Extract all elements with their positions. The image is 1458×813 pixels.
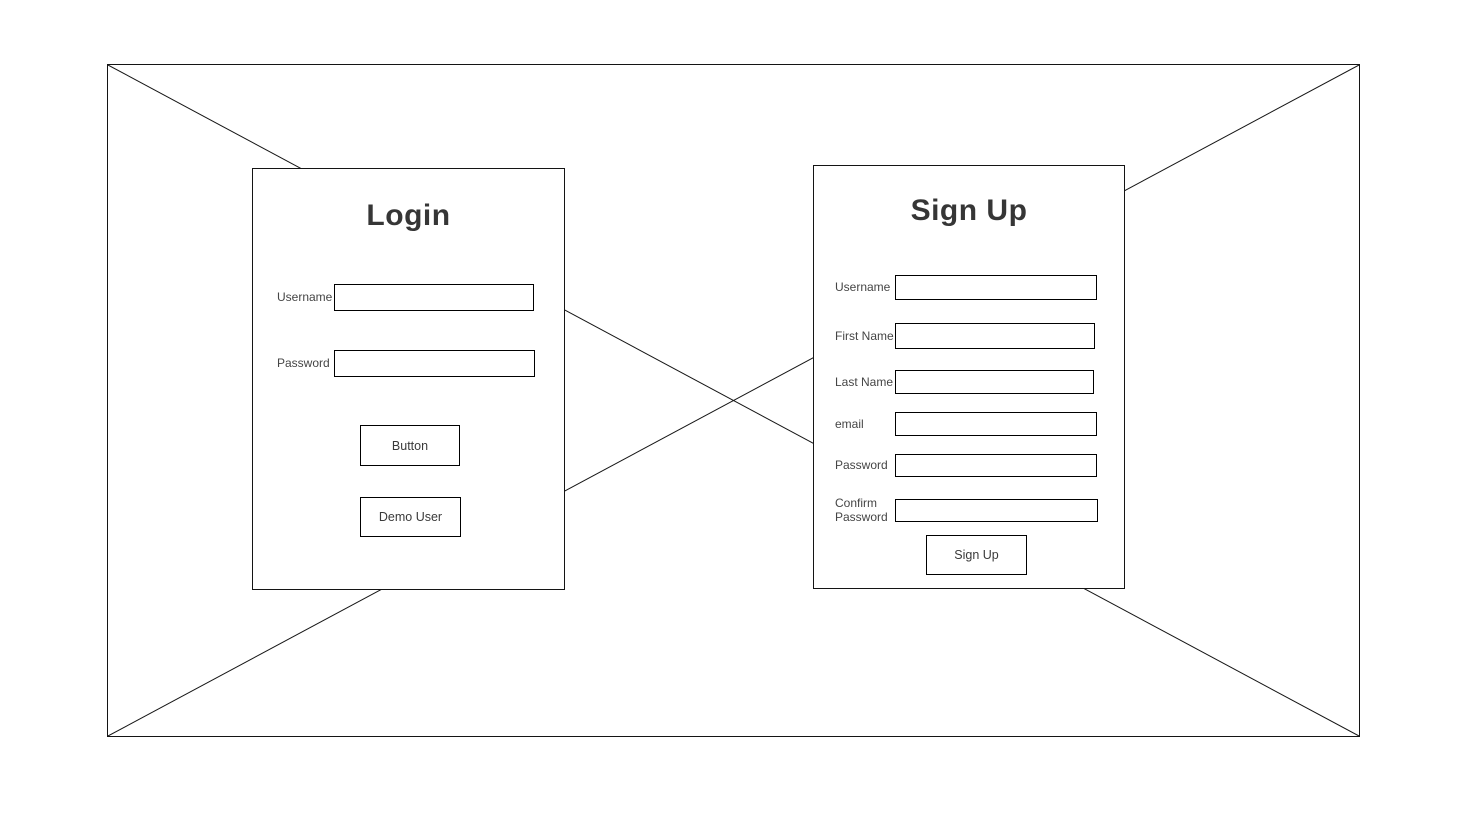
- signup-password-row: Password: [835, 454, 1097, 477]
- login-username-row: Username: [277, 284, 534, 311]
- signup-confirm-password-label: Confirm Password: [835, 496, 888, 525]
- login-password-row: Password: [277, 350, 535, 377]
- signup-email-row: email: [835, 412, 1097, 436]
- signup-password-label: Password: [835, 458, 888, 473]
- signup-panel: Sign Up Username First Name Last Name em…: [813, 165, 1125, 589]
- login-password-label: Password: [277, 356, 330, 371]
- signup-confirm-password-row: Confirm Password: [835, 496, 1098, 525]
- signup-email-input[interactable]: [895, 412, 1097, 436]
- signup-firstname-label: First Name: [835, 328, 894, 343]
- diagonal-bottomleft-topright: [108, 65, 1359, 736]
- login-username-input[interactable]: [334, 284, 534, 311]
- signup-password-input[interactable]: [895, 454, 1097, 477]
- login-panel: Login Username Password Button Demo User: [252, 168, 565, 590]
- signup-confirm-password-input[interactable]: [895, 498, 1098, 522]
- signup-lastname-row: Last Name: [835, 370, 1094, 394]
- login-password-input[interactable]: [334, 350, 535, 377]
- signup-firstname-row: First Name: [835, 323, 1095, 349]
- signup-username-input[interactable]: [895, 275, 1097, 300]
- signup-username-label: Username: [835, 280, 891, 295]
- signup-lastname-input[interactable]: [895, 370, 1094, 394]
- login-title: Login: [366, 199, 451, 232]
- signup-title: Sign Up: [910, 194, 1028, 227]
- login-username-label: Username: [277, 290, 333, 305]
- signup-username-row: Username: [835, 275, 1097, 300]
- signup-firstname-input[interactable]: [895, 323, 1095, 349]
- login-submit-button[interactable]: Button: [360, 425, 460, 466]
- signup-submit-button[interactable]: Sign Up: [926, 535, 1027, 575]
- signup-email-label: email: [835, 416, 864, 431]
- signup-lastname-label: Last Name: [835, 374, 894, 389]
- demo-user-button[interactable]: Demo User: [360, 497, 461, 537]
